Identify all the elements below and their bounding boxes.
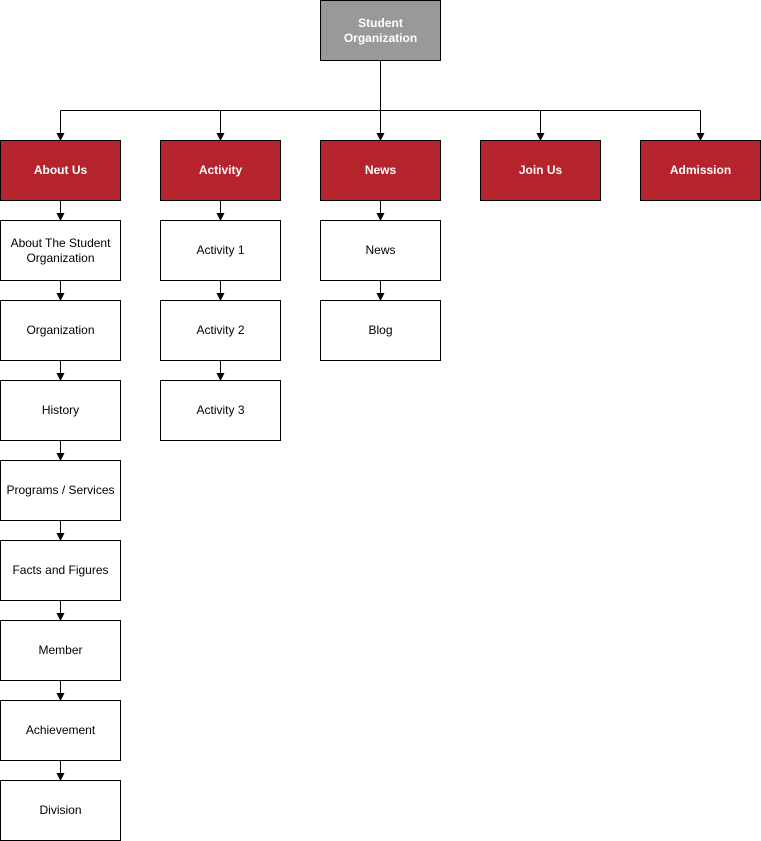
page-news: News [320, 220, 441, 281]
section-about-us: About Us [0, 140, 121, 201]
section-activity: Activity [160, 140, 281, 201]
section-label: About Us [33, 163, 88, 177]
root-node: Student Organization [320, 0, 441, 61]
page-label: Blog [368, 323, 393, 337]
page-label: Activity 2 [196, 323, 245, 337]
section-label: Admission [669, 163, 732, 177]
page-label: Programs / Services [6, 483, 115, 497]
section-label: News [364, 163, 397, 177]
page-label: Achievement [25, 723, 96, 737]
page-history: History [0, 380, 121, 441]
page-division: Division [0, 780, 121, 841]
page-label: Activity 1 [196, 243, 245, 257]
page-achievement: Achievement [0, 700, 121, 761]
page-label: About The Student Organization [10, 235, 111, 265]
page-blog: Blog [320, 300, 441, 361]
page-activity-1: Activity 1 [160, 220, 281, 281]
page-label: Facts and Figures [12, 563, 109, 577]
page-programs-services: Programs / Services [0, 460, 121, 521]
page-label: Member [38, 643, 83, 657]
page-activity-3: Activity 3 [160, 380, 281, 441]
page-organization: Organization [0, 300, 121, 361]
page-label: News [365, 243, 396, 257]
page-about-student-organization: About The Student Organization [0, 220, 121, 281]
section-label: Join Us [518, 163, 563, 177]
section-news: News [320, 140, 441, 201]
page-label: Division [39, 803, 82, 817]
section-join-us: Join Us [480, 140, 601, 201]
section-admission: Admission [640, 140, 761, 201]
page-label: History [41, 403, 80, 417]
page-label: Activity 3 [196, 403, 245, 417]
section-label: Activity [198, 163, 243, 177]
page-member: Member [0, 620, 121, 681]
page-facts-and-figures: Facts and Figures [0, 540, 121, 601]
page-label: Organization [26, 323, 95, 337]
root-label: Student Organization [343, 15, 418, 45]
page-activity-2: Activity 2 [160, 300, 281, 361]
